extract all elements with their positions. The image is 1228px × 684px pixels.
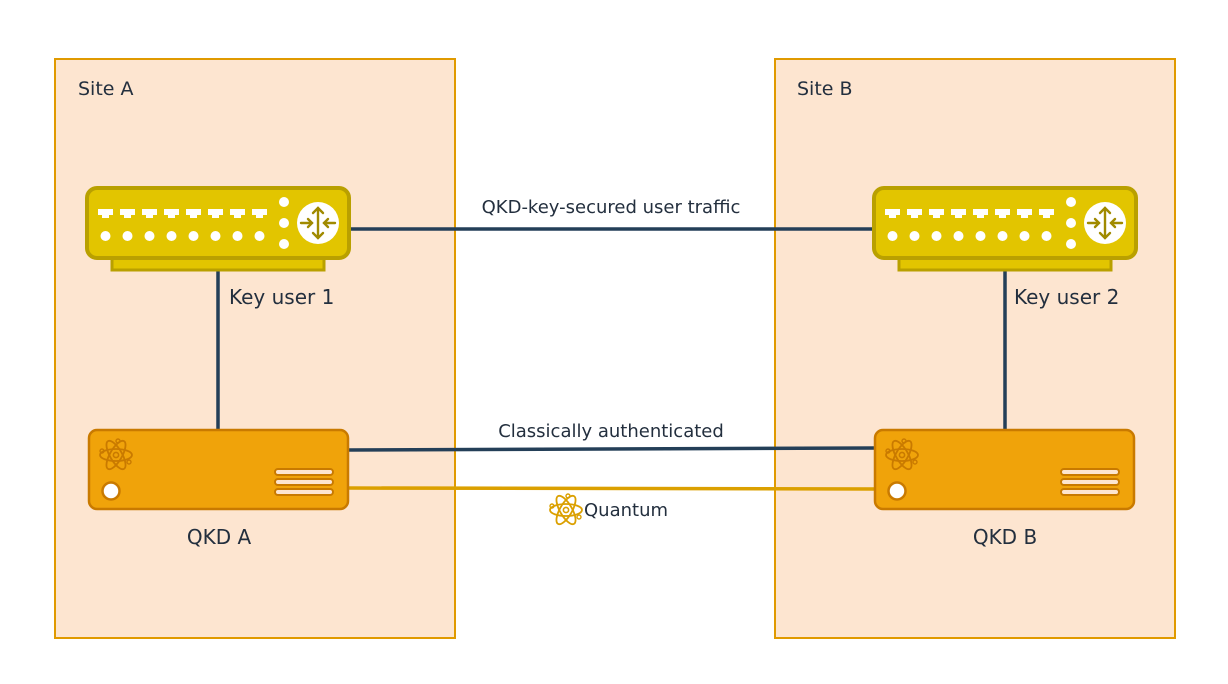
port-icon xyxy=(230,209,245,218)
qkd-b-label: QKD B xyxy=(973,525,1037,549)
key-user-1-router[interactable] xyxy=(85,186,351,272)
qkd-b-device[interactable] xyxy=(873,428,1136,511)
port-led-icon xyxy=(887,231,898,241)
site-b-label: Site B xyxy=(797,78,853,100)
port-led-icon xyxy=(144,231,155,241)
port-icon xyxy=(1039,209,1054,218)
port-led-icon xyxy=(931,231,942,241)
port-led-icon xyxy=(166,231,177,241)
user-traffic-label: QKD-key-secured user traffic xyxy=(482,197,741,218)
port-led-icon xyxy=(975,231,986,241)
quantum-label-group: Quantum xyxy=(549,492,668,528)
port-icon xyxy=(973,209,988,218)
site-a-box xyxy=(54,58,456,639)
port-led-icon xyxy=(1041,231,1052,241)
port-led-icon xyxy=(100,231,111,241)
classical-auth-label: Classically authenticated xyxy=(498,421,724,442)
port-led-icon xyxy=(232,231,243,241)
port-icon xyxy=(1017,209,1032,218)
key-user-2-router[interactable] xyxy=(872,186,1138,272)
port-icon xyxy=(142,209,157,218)
port-led-icon xyxy=(1019,231,1030,241)
classical-auth-link xyxy=(347,446,877,452)
quantum-link xyxy=(347,486,877,491)
port-icon xyxy=(907,209,922,218)
port-led-icon xyxy=(909,231,920,241)
qkd-device-icon xyxy=(873,428,1136,511)
status-led-icon xyxy=(279,218,289,228)
port-led-icon xyxy=(122,231,133,241)
port-led-icon xyxy=(254,231,265,241)
site-a-label: Site A xyxy=(78,78,134,100)
port-icon xyxy=(951,209,966,218)
port-icon xyxy=(98,209,113,218)
port-icon xyxy=(929,209,944,218)
port-led-icon xyxy=(210,231,221,241)
port-icon xyxy=(208,209,223,218)
key-user-1-label: Key user 1 xyxy=(229,285,334,309)
port-icon xyxy=(995,209,1010,218)
status-led-icon xyxy=(1066,218,1076,228)
status-led-icon xyxy=(279,239,289,249)
site-b: Site B xyxy=(774,58,1176,639)
port-icon xyxy=(885,209,900,218)
router-icon xyxy=(872,186,1138,272)
port-led-icon xyxy=(188,231,199,241)
port-led-icon xyxy=(997,231,1008,241)
atom-icon xyxy=(549,492,583,528)
port-icon xyxy=(252,209,267,218)
status-led-icon xyxy=(1066,239,1076,249)
port-led-icon xyxy=(953,231,964,241)
status-led-icon xyxy=(279,197,289,207)
status-led-icon xyxy=(1066,197,1076,207)
router-icon xyxy=(85,186,351,272)
port-icon xyxy=(120,209,135,218)
key-user-2-label: Key user 2 xyxy=(1014,285,1119,309)
qkd-a-device[interactable] xyxy=(87,428,350,511)
port-icon xyxy=(186,209,201,218)
site-b-box xyxy=(774,58,1176,639)
port-icon xyxy=(164,209,179,218)
qkd-a-label: QKD A xyxy=(187,525,252,549)
qkd-device-icon xyxy=(87,428,350,511)
site-a: Site A xyxy=(54,58,456,639)
quantum-label: Quantum xyxy=(584,500,668,521)
